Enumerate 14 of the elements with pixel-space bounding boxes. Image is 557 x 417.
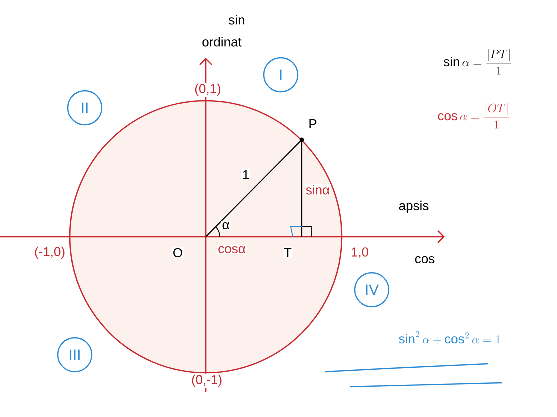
label: sin: [228, 14, 246, 26]
label: 1,0: [350, 246, 370, 260]
label: T: [283, 248, 293, 258]
formula: $\cos\alpha=\frac{|OT|}{1}$: [438, 103, 510, 129]
formula: $\sin\alpha=\frac{|PT|}{1}$: [444, 49, 512, 75]
formula: $\sin^2\alpha+\cos^2\alpha=1$: [399, 331, 500, 344]
label: ordinat: [201, 36, 243, 48]
label: sinα: [304, 184, 332, 196]
label: (-1,0): [33, 246, 67, 260]
label: (0,1): [194, 82, 222, 98]
label: P: [308, 118, 318, 130]
label: apsis: [398, 200, 430, 214]
label: cos: [414, 255, 436, 265]
label: (0,-1): [190, 374, 224, 388]
